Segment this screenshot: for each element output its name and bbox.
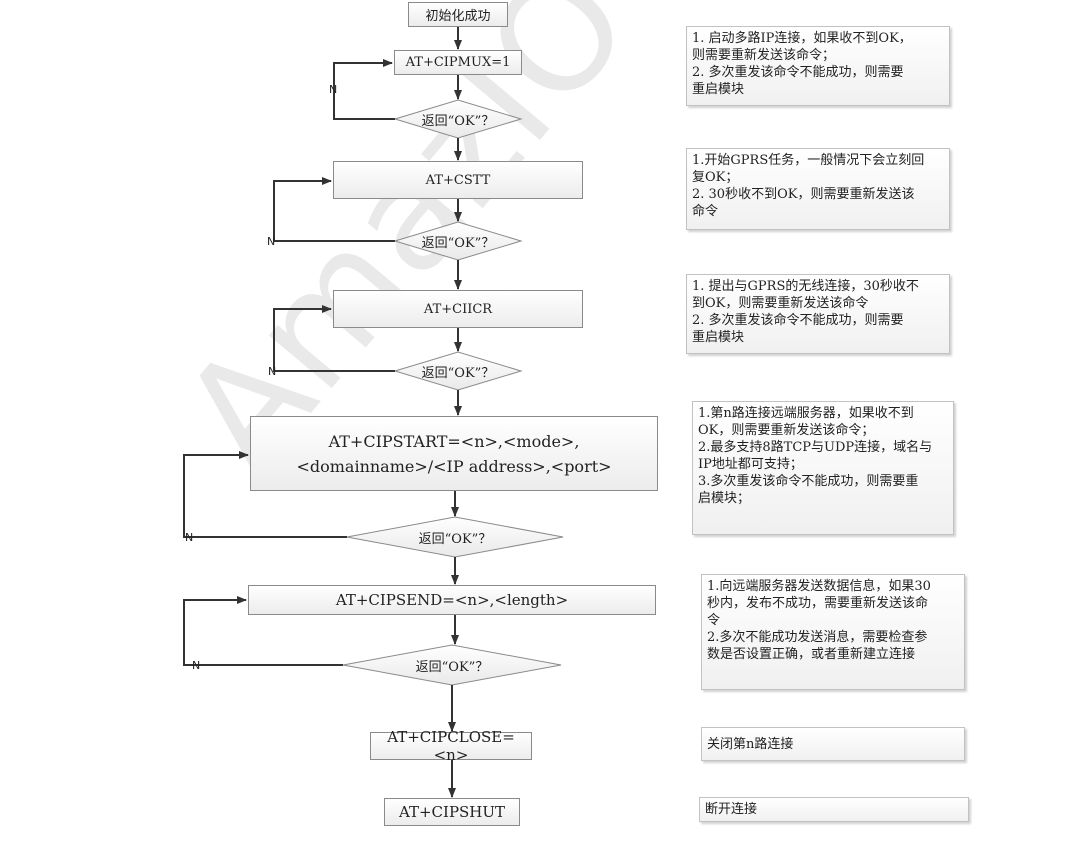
note-line: 2. 多次重发该命令不能成功，则需要 [692,313,904,328]
no-label-4: N [185,531,194,544]
no-label-5: N [192,659,201,672]
note-line: IP地址都可支持； [698,457,803,472]
note-line: 2. 多次重发该命令不能成功，则需要 [692,65,904,80]
note-line: 1.第n路连接远端服务器，如果收不到 [698,406,914,421]
note-line: 1.开始GPRS任务，一般情况下会立刻回 [692,153,925,168]
note-line: 关闭第n路连接 [707,736,794,752]
note-cipclose: 关闭第n路连接 [701,727,965,761]
note-line: 1.向远端服务器发送数据信息，如果30 [707,579,931,594]
note-line: 2. 30秒收不到OK，则需要重新发送该 [692,187,915,202]
retry-loop-5 [183,596,343,666]
step-init-box: 初始化成功 [408,2,508,27]
no-label-3: N [268,365,277,378]
step-cipshut-box: AT+CIPSHUT [384,798,520,826]
note-line: 复OK； [692,170,739,185]
note-line: 令 [707,613,721,628]
step-cipmux-box: AT+CIPMUX=1 [394,50,522,75]
note-line: 数是否设置正确，或者重新建立连接 [707,647,916,662]
note-cipstart: 1.第n路连接远端服务器，如果收不到 OK，则需要重新发送该命令； 2.最多支持… [692,401,954,535]
note-line: 1. 启动多路IP连接，如果收不到OK， [692,31,912,46]
decision-diamond-2 [393,221,523,261]
step-cipstart-box: AT+CIPSTART=<n>,<mode>,<domainname>/<IP … [250,416,658,491]
retry-loop-1 [333,59,395,120]
note-line: 1. 提出与GPRS的无线连接，30秒收不 [692,279,919,294]
note-line: 命令 [692,204,719,219]
note-line: 断开连接 [705,802,758,817]
step-cipclose-box: AT+CIPCLOSE=<n> [370,728,532,764]
step-cipsend-box: AT+CIPSEND=<n>,<length> [248,585,656,615]
note-line: 2.多次不能成功发送消息，需要检查参 [707,630,928,645]
decision-diamond-3 [393,351,523,391]
step-cstt-box: AT+CSTT [333,161,583,199]
step-ciicr-box: AT+CIICR [333,290,583,328]
decision-diamond-1 [393,99,523,139]
note-line: 则需要重新发送该命令； [692,48,836,63]
retry-loop-2 [273,177,395,242]
note-line: 到OK，则需要重新发送该命令 [692,296,869,311]
no-label-1: N [329,83,338,96]
no-label-2: N [267,235,276,248]
note-line: OK，则需要重新发送该命令； [698,423,875,438]
note-line: 3.多次重发该命令不能成功，则需要重 [698,474,919,489]
note-cstt: 1.开始GPRS任务，一般情况下会立刻回 复OK； 2. 30秒收不到OK，则需… [686,148,950,230]
note-line: 启模块； [698,491,751,506]
note-cipsend: 1.向远端服务器发送数据信息，如果30 秒内，发布不成功，需要重新发送该命 令 … [701,574,965,690]
retry-loop-3 [273,305,395,372]
decision-diamond-4 [346,516,564,558]
retry-loop-4 [183,451,347,538]
note-cipmux: 1. 启动多路IP连接，如果收不到OK， 则需要重新发送该命令； 2. 多次重发… [686,26,950,106]
note-line: 重启模块 [692,82,745,97]
note-cipshut: 断开连接 [699,797,969,822]
note-ciicr: 1. 提出与GPRS的无线连接，30秒收不 到OK，则需要重新发送该命令 2. … [686,274,950,354]
note-line: 重启模块 [692,330,745,345]
note-line: 2.最多支持8路TCP与UDP连接，域名与 [698,440,933,455]
decision-diamond-5 [342,644,562,686]
note-line: 秒内，发布不成功，需要重新发送该命 [707,596,929,611]
